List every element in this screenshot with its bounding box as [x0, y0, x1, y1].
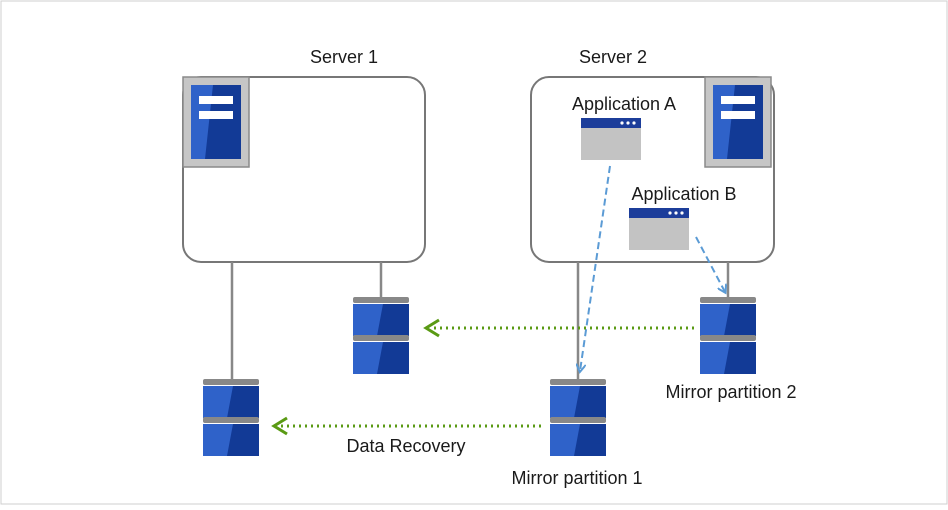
- disk-server-1-left: [203, 379, 259, 456]
- application-b-label: Application B: [631, 184, 736, 204]
- mirror-partition-1-disk: [550, 379, 606, 456]
- recovery-arrow-upper: [423, 318, 694, 338]
- mirror-partition-2-label: Mirror partition 2: [665, 382, 796, 402]
- server-1-icon: [182, 76, 250, 168]
- mirror-partition-2-disk: [700, 297, 756, 374]
- server-disk-connections: [230, 262, 730, 379]
- server-1-label: Server 1: [310, 47, 378, 67]
- disk-server-1-right: [353, 297, 409, 374]
- recovery-arrow-lower: [271, 416, 541, 436]
- application-a-write-arrow: [580, 165, 611, 371]
- application-a-window-icon: [581, 118, 641, 160]
- data-recovery-label: Data Recovery: [346, 436, 465, 456]
- mirror-partition-1-label: Mirror partition 1: [511, 468, 642, 488]
- application-a-label: Application A: [572, 94, 676, 114]
- server-2-icon: [704, 76, 772, 168]
- application-b-window-icon: [629, 208, 689, 250]
- server-2-label: Server 2: [579, 47, 647, 67]
